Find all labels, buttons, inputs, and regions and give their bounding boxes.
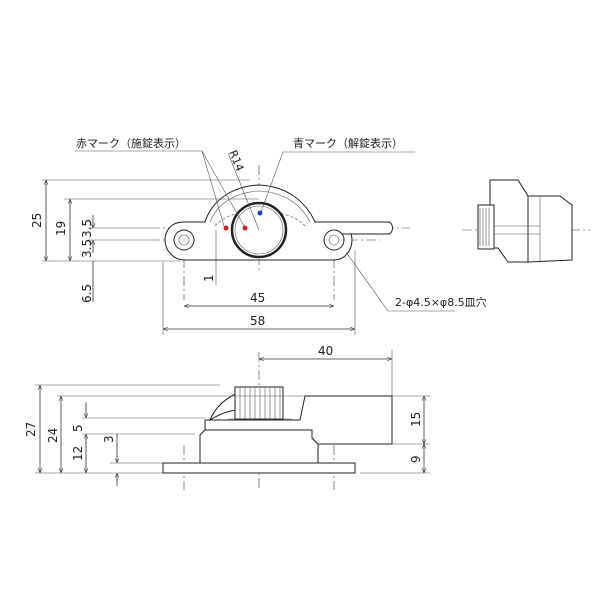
hole-spec-label: 2-φ4.5×φ8.5皿穴 <box>395 295 487 309</box>
knob <box>234 386 284 420</box>
dim-5: 5 <box>71 424 85 432</box>
red-mark-dot <box>242 225 248 231</box>
radius-label: R14 <box>226 148 246 173</box>
dim-19: 19 <box>54 221 68 236</box>
dim-12: 12 <box>71 446 85 461</box>
red-mark-label: 赤マーク（施錠表示） <box>76 136 186 150</box>
dim-9: 9 <box>409 455 423 463</box>
dim-25: 25 <box>30 213 44 228</box>
top-view: 赤マーク（施錠表示） 青マーク（解錠表示） R14 2-φ4.5×φ8.5皿穴 … <box>30 136 487 335</box>
dim-27: 27 <box>24 422 38 437</box>
dim-6-5: 6.5 <box>80 284 94 303</box>
dim-40: 40 <box>318 344 333 358</box>
screw-hole-left <box>173 229 195 251</box>
base-plate <box>162 462 356 474</box>
red-mark-dot <box>223 225 229 231</box>
dim-1: 1 <box>202 274 216 282</box>
side-view: 40 27 24 5 12 3 15 9 <box>24 344 430 490</box>
end-view <box>462 179 590 263</box>
dim-3: 3 <box>102 435 116 443</box>
blue-mark-label: 青マーク（解錠表示） <box>293 136 403 150</box>
dim-3-5-upper: 3.5 <box>80 219 94 238</box>
dim-24: 24 <box>46 428 60 443</box>
blue-mark-dot <box>257 210 263 216</box>
dim-58: 58 <box>250 314 265 328</box>
dim-45: 45 <box>250 291 265 305</box>
dim-15: 15 <box>409 412 423 427</box>
dim-3-5-lower: 3.5 <box>80 239 94 258</box>
screw-hole-right <box>323 229 345 251</box>
